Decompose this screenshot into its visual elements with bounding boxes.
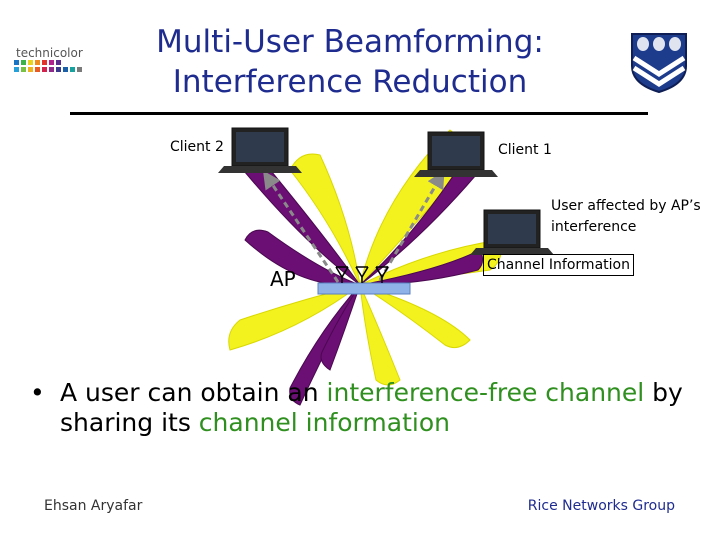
- bullet-text: A user can obtain an interference-free c…: [60, 378, 700, 438]
- rice-university-shield-icon: [631, 33, 687, 94]
- footer-author: Ehsan Aryafar: [44, 498, 143, 514]
- ap-label: AP: [270, 267, 296, 291]
- bullet-prefix: A user can obtain an: [60, 378, 327, 407]
- highlight-channel-information: channel information: [198, 408, 450, 437]
- purple-beam-3: [244, 229, 361, 286]
- client1-label: Client 1: [498, 142, 552, 158]
- antenna-icon-2: [355, 266, 369, 283]
- antenna-icon-3: [375, 266, 389, 283]
- client2-label: Client 2: [170, 139, 224, 155]
- slide-title: Multi-User Beamforming: Interference Red…: [100, 22, 600, 102]
- bullet-dot-icon: •: [30, 378, 45, 407]
- antenna-icon-1: [335, 266, 349, 283]
- technicolor-logo: [14, 60, 82, 72]
- yellow-beam-4: [228, 284, 361, 351]
- title-line-2: Interference Reduction: [172, 64, 528, 100]
- yellow-beam-6: [359, 284, 471, 349]
- access-point: [317, 266, 411, 295]
- laptop-icon-client1: [414, 131, 498, 177]
- affected-user-label: User affected by AP’s interference: [551, 196, 701, 238]
- yellow-beam-2: [289, 153, 361, 286]
- laptop-icon-affected-user: [470, 209, 554, 255]
- highlight-interference-free: interference-free channel: [326, 378, 645, 407]
- purple-beam-6: [359, 249, 484, 286]
- title-underline: [70, 112, 648, 115]
- channel-information-box: Channel Information: [483, 254, 634, 276]
- laptop-icon-client2: [218, 127, 302, 173]
- yellow-beam-5: [359, 284, 401, 386]
- affected-user-label-line1: User affected by AP’s: [551, 198, 701, 214]
- purple-beam-5: [320, 284, 361, 371]
- dashed-arrow-to-client2: [262, 170, 340, 283]
- title-line-1: Multi-User Beamforming:: [156, 24, 544, 60]
- footer-group: Rice Networks Group: [527, 498, 675, 514]
- affected-user-label-line2: interference: [551, 219, 637, 235]
- technicolor-wordmark: technicolor: [16, 46, 83, 60]
- bullet-middle: by sharing its: [60, 378, 683, 437]
